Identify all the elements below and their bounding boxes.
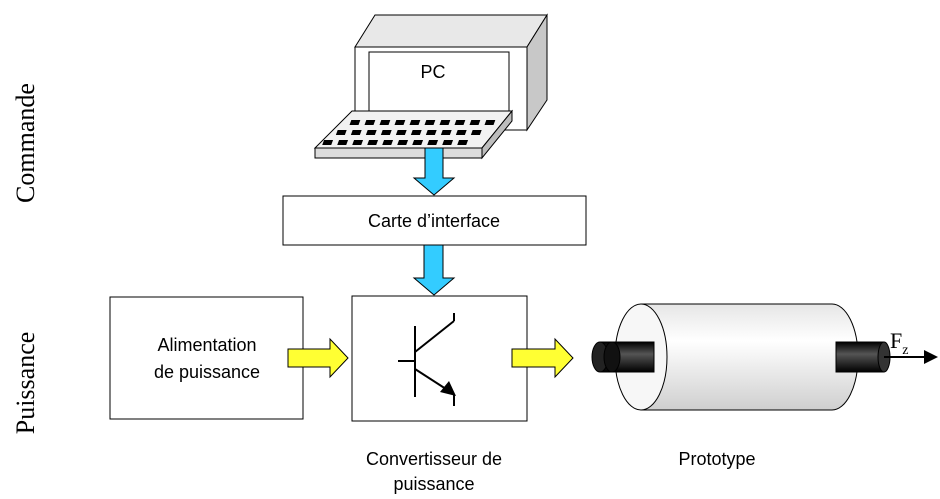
keyboard-key xyxy=(484,120,496,125)
power-supply-box xyxy=(109,296,304,420)
keyboard-key xyxy=(424,120,436,125)
pc-label: PC xyxy=(420,62,445,82)
section-label-puissance: Puissance xyxy=(11,332,40,435)
keyboard-key xyxy=(352,140,364,145)
keyboard-key xyxy=(470,130,482,135)
power-supply-label-line2: de puissance xyxy=(154,362,260,382)
power-arrow-supply-to-converter xyxy=(287,337,349,379)
keyboard-key xyxy=(425,130,437,135)
keyboard-key xyxy=(427,140,439,145)
keyboard-key xyxy=(380,130,392,135)
force-arrow xyxy=(884,350,938,364)
keyboard-key xyxy=(412,140,424,145)
keyboard-key xyxy=(350,130,362,135)
keyboard-key xyxy=(469,120,481,125)
keyboard-key xyxy=(337,140,349,145)
pc-computer xyxy=(313,13,548,160)
power-arrow-converter-to-prototype xyxy=(511,337,574,379)
keyboard-key xyxy=(382,140,394,145)
keyboard-key xyxy=(367,140,379,145)
keyboard-key xyxy=(409,120,421,125)
force-label: Fz xyxy=(890,328,908,358)
keyboard-key xyxy=(379,120,391,125)
keyboard-key xyxy=(439,120,451,125)
interface-card-label: Carte d’interface xyxy=(368,211,500,231)
keyboard-key xyxy=(349,120,361,125)
keyboard-key xyxy=(455,130,467,135)
transistor-symbol xyxy=(398,313,455,406)
keyboard-key xyxy=(442,140,454,145)
keyboard-key xyxy=(440,130,452,135)
keyboard-key xyxy=(335,130,347,135)
control-arrow-interface-to-converter xyxy=(412,244,456,296)
keyboard-key xyxy=(454,120,466,125)
transistor-emitter-arrowhead xyxy=(440,381,456,396)
prototype-cylinder xyxy=(591,303,891,411)
converter-caption-line2: puissance xyxy=(393,474,474,494)
force-symbol: F xyxy=(890,328,902,353)
control-arrow-pc-to-interface xyxy=(412,147,456,196)
keyboard-key xyxy=(410,130,422,135)
converter-caption-line1: Convertisseur de xyxy=(366,449,502,469)
power-supply-label-line1: Alimentation xyxy=(157,335,256,355)
keyboard-key xyxy=(394,120,406,125)
section-label-commande: Commande xyxy=(11,83,40,203)
force-subscript: z xyxy=(902,343,908,358)
keyboard-key xyxy=(365,130,377,135)
keyboard-key xyxy=(457,140,469,145)
keyboard-key xyxy=(397,140,409,145)
prototype-caption: Prototype xyxy=(678,449,755,469)
keyboard-key xyxy=(364,120,376,125)
keyboard-key xyxy=(322,140,334,145)
interface-card-box xyxy=(282,195,587,246)
converter-box xyxy=(351,295,528,422)
keyboard-key xyxy=(395,130,407,135)
